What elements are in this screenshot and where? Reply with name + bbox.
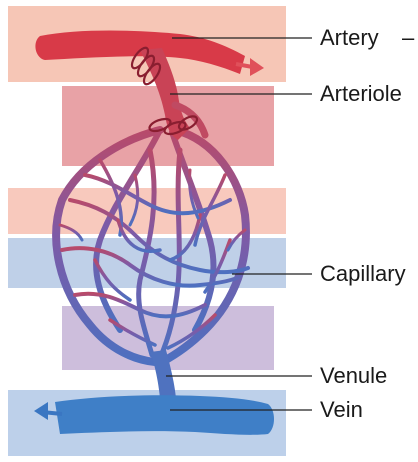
arteriole-label: Arteriole (320, 83, 402, 105)
venule-label: Venule (320, 365, 387, 387)
vein-vessel (55, 395, 274, 435)
artery-label: Artery (320, 27, 379, 49)
artery-dash: – (402, 27, 414, 49)
capillary-label: Capillary (320, 263, 406, 285)
vein-label: Vein (320, 399, 363, 421)
